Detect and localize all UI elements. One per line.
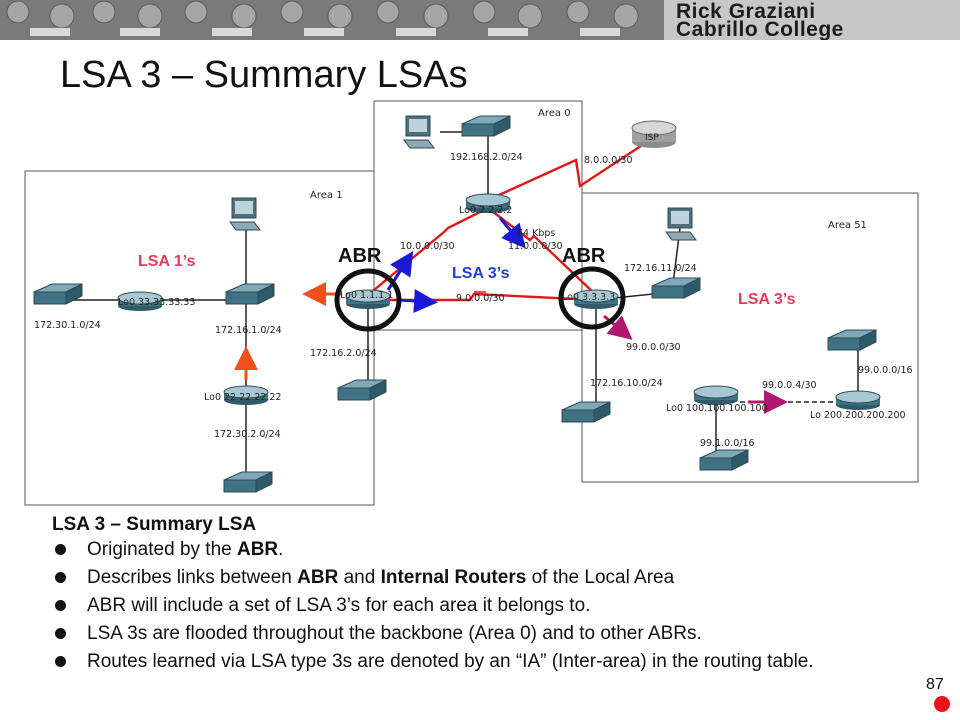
net-99-0-0-0-16-label: 99.0.0.0/16 — [858, 365, 913, 376]
page-number: 87 — [926, 676, 944, 693]
net-172-16-11-label: 172.16.11.0/24 — [624, 263, 697, 274]
router-r2 — [465, 193, 511, 213]
net-9-label: 9.0.0.0/30 — [456, 293, 505, 304]
bullet-list: Originated by the ABR. Describes links b… — [52, 539, 892, 672]
bullet-dot — [55, 544, 66, 555]
switch-172-16-2 — [337, 379, 387, 401]
bullet-dot — [55, 628, 66, 639]
area51-box — [581, 192, 919, 483]
net-99-0-0-0-30-label: 99.0.0.0/30 — [626, 342, 681, 353]
abr-right-circle — [558, 266, 626, 330]
router-r22 — [223, 385, 269, 405]
bullet-item: LSA 3s are flooded throughout the backbo… — [52, 623, 892, 644]
switch-172-16-11 — [651, 277, 701, 299]
slide-title: LSA 3 – Summary LSAs — [60, 54, 468, 96]
net-172-30-2-label: 172.30.2.0/24 — [214, 429, 281, 440]
banner-school: Cabrillo College — [676, 18, 844, 40]
abr-right-callout: ABR — [562, 245, 606, 267]
bullet-dot — [55, 600, 66, 611]
abr-left-callout: ABR — [338, 245, 382, 267]
lo-r1-label: Lo0 1.1.1.1 — [340, 290, 393, 301]
lsa1-callout: LSA 1’s — [138, 253, 196, 270]
net-172-16-2-label: 172.16.2.0/24 — [310, 348, 377, 359]
bullet-item: Routes learned via LSA type 3s are denot… — [52, 651, 892, 672]
net-99-0-0-4-label: 99.0.0.4/30 — [762, 380, 817, 391]
switch-area1-left — [33, 283, 83, 305]
net-192-label: 192.168.2.0/24 — [450, 152, 523, 163]
net-8-label: 8.0.0.0/30 — [584, 155, 633, 166]
lo-r22-label: Lo0 22.22.22.22 — [204, 392, 281, 403]
lsa3-description: LSA 3 – Summary LSA Originated by the AB… — [52, 514, 892, 679]
router-r33 — [117, 291, 163, 311]
net-172-16-10-label: 172.16.10.0/24 — [590, 378, 663, 389]
pc-area1 — [229, 197, 261, 231]
pc-area0 — [403, 115, 435, 149]
banner-logo-box — [664, 0, 960, 40]
lo-r100-label: Lo0 100.100.100.100 — [666, 403, 768, 414]
net-99-1-label: 99.1.0.0/16 — [700, 438, 755, 449]
bullet-item: Originated by the ABR. — [52, 539, 892, 560]
router-isp — [631, 120, 677, 148]
router-r100 — [693, 385, 739, 405]
lo-r200-label: Lo 200.200.200.200 — [810, 410, 906, 421]
abr-left-circle — [334, 268, 402, 332]
switch-area0 — [461, 115, 511, 137]
bullet-item: ABR will include a set of LSA 3’s for ea… — [52, 595, 892, 616]
lo-r2-label: Lo0 2.2.2.2 — [459, 205, 512, 216]
net-10-label: 10.0.0.0/30 — [400, 241, 455, 252]
lo-r33-label: Lo0 33.33.33.33 — [118, 297, 195, 308]
bullet-dot — [55, 656, 66, 667]
isp-label: ISP — [645, 133, 659, 143]
area1-box — [24, 170, 375, 506]
switch-172-16-10 — [561, 401, 611, 423]
area51-label: Area 51 — [828, 220, 867, 231]
banner-author: Rick Graziani — [676, 0, 816, 23]
ospf-topology-diagram: Area 0 Area 1 Area 51 ISP 192.168.2.0/24… — [24, 100, 919, 506]
record-indicator-dot — [934, 696, 950, 712]
area1-label: Area 1 — [310, 190, 343, 201]
lsa3-area0-callout: LSA 3’s — [452, 265, 510, 282]
bw-label: 64 Kbps — [517, 228, 555, 239]
banner-photo-strip — [0, 0, 664, 40]
router-r200 — [835, 390, 881, 410]
net-172-30-1-label: 172.30.1.0/24 — [34, 320, 101, 331]
net-11-label: 11.0.0.0/30 — [508, 241, 563, 252]
header-banner: Rick Graziani Cabrillo College — [0, 0, 960, 40]
switch-area1-bottom — [223, 471, 273, 493]
lo-r3-label: Lo0 3.3.3.3 — [562, 292, 615, 303]
bullet-dot — [55, 572, 66, 583]
pc-area51 — [665, 207, 697, 241]
switch-area1-center — [225, 283, 275, 305]
switch-99-1 — [699, 449, 749, 471]
area0-label: Area 0 — [538, 108, 571, 119]
content-heading: LSA 3 – Summary LSA — [52, 514, 257, 535]
lsa3-area51-callout: LSA 3’s — [738, 291, 796, 308]
bullet-item: Describes links between ABR and Internal… — [52, 567, 892, 588]
router-abr-r3 — [573, 289, 619, 309]
router-abr-r1 — [345, 289, 391, 309]
net-172-16-1-label: 172.16.1.0/24 — [215, 325, 282, 336]
switch-99-0-0-0-16 — [827, 329, 877, 351]
